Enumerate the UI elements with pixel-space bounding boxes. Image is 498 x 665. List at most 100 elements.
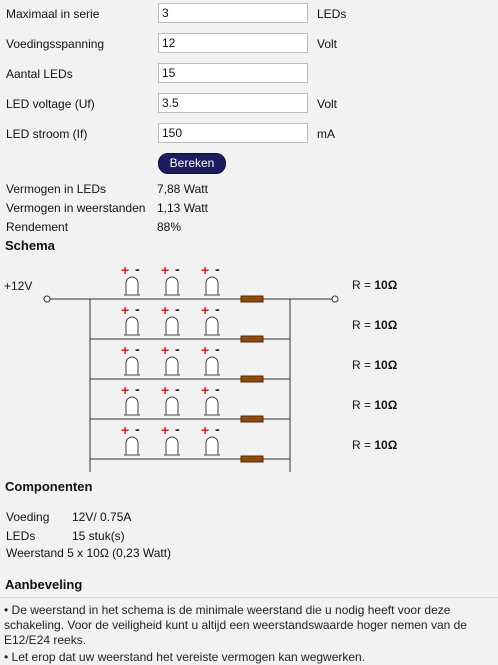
result-label: Vermogen in weerstanden (6, 201, 146, 215)
component-label: Voeding (6, 510, 50, 524)
led-body (125, 436, 139, 456)
led-body (165, 396, 179, 416)
plus-sign: + (121, 262, 129, 278)
minus-sign: - (135, 381, 140, 397)
plus-sign: + (121, 342, 129, 358)
plus-sign: + (121, 302, 129, 318)
led: +- (161, 341, 180, 376)
led: +- (161, 421, 180, 456)
component-value: 12V/ 0.75A (72, 510, 132, 524)
resistor-label: R = 10Ω (352, 358, 398, 372)
label-supply-voltage: Voedingsspanning (6, 37, 105, 51)
resistor (240, 295, 264, 303)
plus-sign: + (161, 342, 169, 358)
minus-sign: - (175, 261, 180, 277)
led-body (125, 396, 139, 416)
input-terminal (43, 295, 51, 303)
result-label: Vermogen in LEDs (6, 182, 107, 196)
divider (0, 597, 498, 598)
component-label: LEDs (6, 529, 36, 543)
label-max-in-series: Maximaal in serie (6, 7, 100, 21)
led-current-input[interactable] (158, 123, 308, 143)
minus-sign: - (175, 341, 180, 357)
led-body (125, 276, 139, 296)
plus-sign: + (201, 422, 209, 438)
led: +- (121, 381, 140, 416)
unit-led-voltage: Volt (317, 97, 338, 111)
led-body (205, 356, 219, 376)
resistor-label: R = 10Ω (352, 438, 398, 452)
plus-sign: + (121, 422, 129, 438)
led-body (205, 276, 219, 296)
led-body (165, 356, 179, 376)
output-terminal (331, 295, 339, 303)
unit-max-in-series: LEDs (317, 7, 347, 21)
max-in-series-input[interactable] (158, 3, 308, 23)
led: +- (161, 261, 180, 296)
label-led-count: Aantal LEDs (6, 67, 73, 81)
resistor-label: R = 10Ω (352, 278, 398, 292)
led: +- (121, 341, 140, 376)
plus-sign: + (201, 302, 209, 318)
result-value: 88% (157, 220, 182, 234)
resistor (240, 415, 264, 423)
unit-supply-voltage: Volt (317, 37, 338, 51)
resistor (240, 375, 264, 383)
label-led-voltage: LED voltage (Uf) (6, 97, 95, 111)
led: +- (201, 421, 220, 456)
supply-voltage-input[interactable] (158, 33, 308, 53)
plus-sign: + (201, 262, 209, 278)
label-led-current: LED stroom (If) (6, 127, 88, 141)
result-label: Rendement (6, 220, 69, 234)
minus-sign: - (135, 341, 140, 357)
led: +- (121, 261, 140, 296)
recommendation-item: • De weerstand in het schema is de minim… (4, 603, 467, 647)
plus-sign: + (161, 422, 169, 438)
led-body (205, 436, 219, 456)
led-voltage-input[interactable] (158, 93, 308, 113)
schema-title: Schema (5, 238, 55, 253)
minus-sign: - (135, 261, 140, 277)
resistor-array (240, 295, 264, 463)
led: +- (201, 381, 220, 416)
led: +- (201, 301, 220, 336)
plus-sign: + (121, 382, 129, 398)
resistor-label: R = 10Ω (352, 398, 398, 412)
minus-sign: - (215, 421, 220, 437)
calculate-button[interactable]: Bereken (158, 153, 226, 174)
supply-voltage-label: +12V (4, 279, 33, 293)
led-body (165, 316, 179, 336)
led-body (165, 436, 179, 456)
led: +- (161, 381, 180, 416)
plus-sign: + (161, 262, 169, 278)
minus-sign: - (215, 381, 220, 397)
resistor (240, 335, 264, 343)
component-value: 15 stuk(s) (72, 529, 125, 543)
minus-sign: - (215, 341, 220, 357)
resistor-label: R = 10Ω (352, 318, 398, 332)
minus-sign: - (175, 301, 180, 317)
unit-led-current: mA (317, 127, 335, 141)
resistor (240, 455, 264, 463)
led-body (165, 276, 179, 296)
led-body (205, 316, 219, 336)
result-value: 1,13 Watt (157, 201, 208, 215)
led-body (125, 356, 139, 376)
minus-sign: - (135, 421, 140, 437)
minus-sign: - (215, 301, 220, 317)
components-title: Componenten (5, 479, 93, 494)
led: +- (121, 301, 140, 336)
component-label: Weerstand 5 x 10Ω (0,23 Watt) (6, 546, 172, 560)
circuit-wires (43, 295, 339, 472)
plus-sign: + (201, 342, 209, 358)
led: +- (121, 421, 140, 456)
minus-sign: - (215, 261, 220, 277)
circuit-diagram: +-+-+-+-+-+-+-+-+-+-+-+-+-+-+- (43, 261, 339, 472)
led-body (125, 316, 139, 336)
plus-sign: + (161, 382, 169, 398)
minus-sign: - (175, 381, 180, 397)
led-count-input[interactable] (158, 63, 308, 83)
led: +- (161, 301, 180, 336)
led-array: +-+-+-+-+-+-+-+-+-+-+-+-+-+-+- (121, 261, 220, 456)
recommendation-item: • Let erop dat uw weerstand het vereiste… (4, 650, 366, 664)
